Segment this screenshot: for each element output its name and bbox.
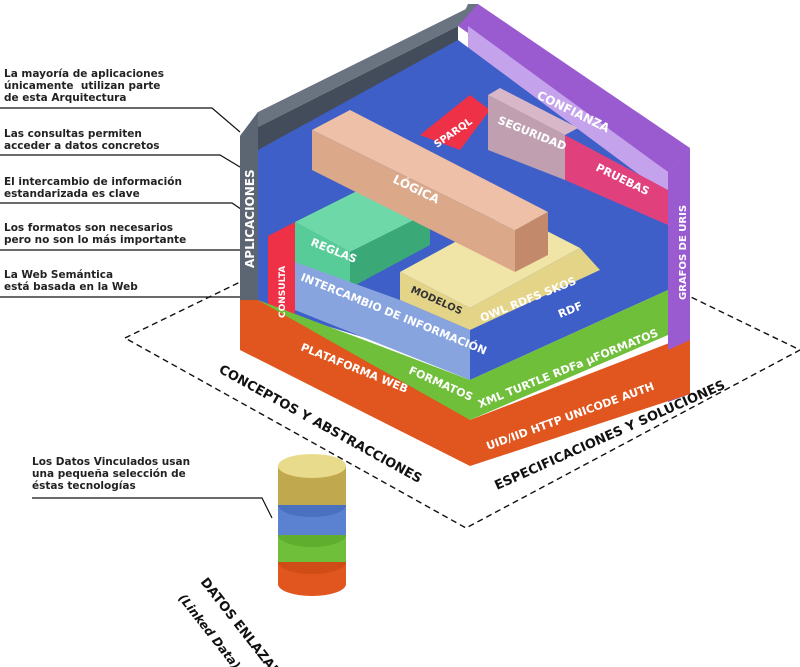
leader-lines [0, 107, 276, 519]
modelos-block [400, 272, 470, 330]
logica-beam [312, 130, 515, 272]
plataforma-band [240, 300, 470, 466]
label-grafos: GRAFOS DE URIS [678, 205, 689, 300]
label-consulta: CONSULTA [278, 266, 288, 318]
reglas-block [295, 222, 350, 288]
note-linked-data: Los Datos Vinculados usan una pequeña se… [32, 456, 191, 492]
label-aplicaciones: APLICACIONES [243, 169, 257, 268]
linked-data-cylinder [278, 454, 346, 596]
note-queries: Las consultas permiten acceder a datos c… [4, 128, 160, 152]
note-web-based: La Web Semántica está basada en la Web [4, 269, 138, 293]
note-formats: Los formatos son necesarios pero no son … [4, 222, 187, 246]
note-applications: La mayoría de aplicaciones únicamente ut… [4, 68, 164, 104]
grafos-column [668, 148, 690, 350]
note-information-exchange: El intercambio de información estandariz… [4, 176, 182, 200]
aplicaciones-bar [240, 112, 258, 300]
